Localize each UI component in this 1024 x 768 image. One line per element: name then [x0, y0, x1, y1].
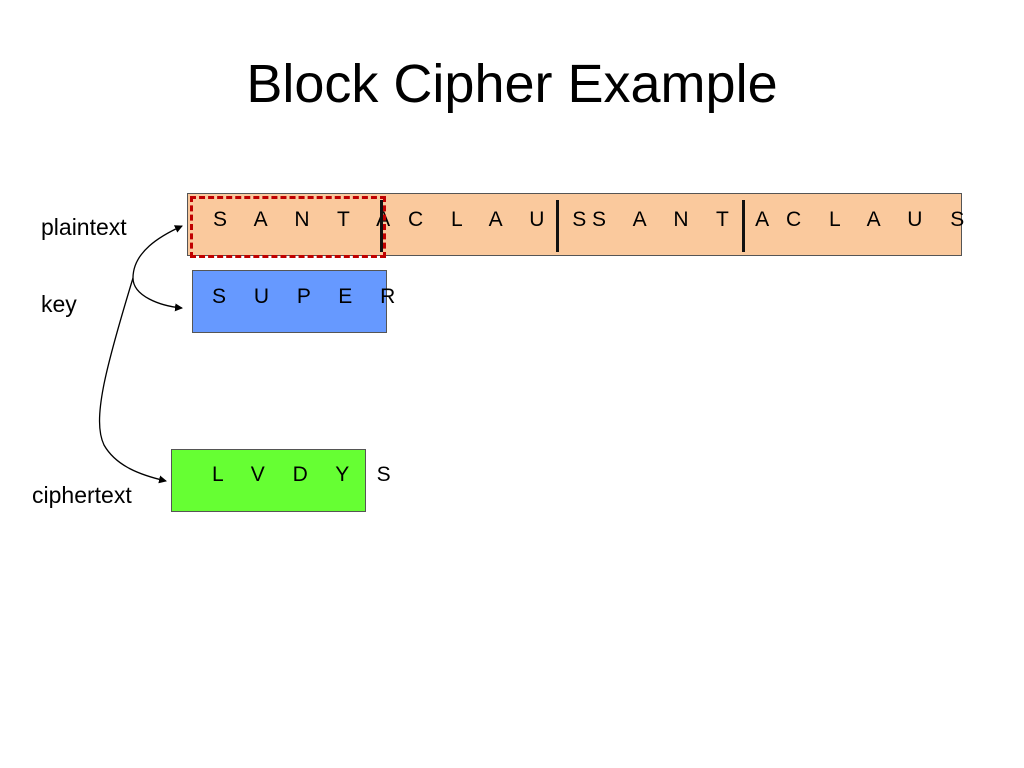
current-block-highlight	[190, 196, 386, 258]
key-letters: S U P E R	[212, 285, 407, 308]
arrow-to-plaintext	[132, 225, 183, 279]
ciphertext-box	[171, 449, 366, 512]
block-separator-2	[556, 200, 559, 252]
plaintext-block-2: C L A U S	[408, 208, 598, 231]
plaintext-block-1: S A N T A	[213, 208, 402, 231]
arrow-to-ciphertext	[98, 277, 167, 484]
block-separator-3	[742, 200, 745, 252]
plaintext-block-3: S A N T A	[592, 208, 781, 231]
plaintext-block-4: C L A U S	[786, 208, 976, 231]
key-label: key	[41, 291, 77, 317]
plaintext-bar	[187, 193, 962, 256]
plaintext-label: plaintext	[41, 214, 127, 240]
ciphertext-letters: L V D Y S	[212, 463, 402, 486]
key-box	[192, 270, 387, 333]
arrow-to-key	[132, 277, 183, 312]
block-separator-1	[380, 200, 383, 252]
ciphertext-label: ciphertext	[32, 482, 132, 508]
slide-title: Block Cipher Example	[246, 54, 778, 114]
